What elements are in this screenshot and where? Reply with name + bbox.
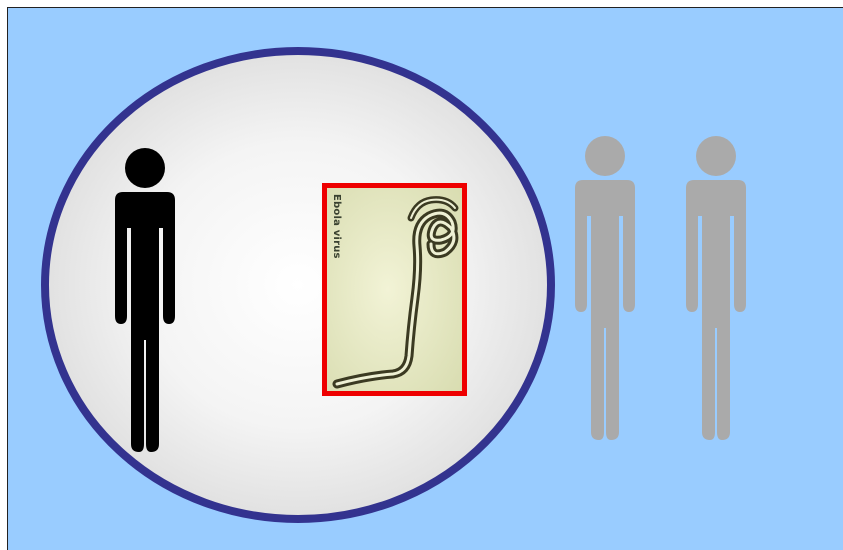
virus-label: Ebola virus [331,194,342,259]
diagram-slide: Ebola virus [7,7,843,550]
virus-micrograph-icon [327,188,462,391]
ebola-virus-photo: Ebola virus [322,183,467,396]
uninfected-person-icon [575,136,635,440]
uninfected-person-icon [686,136,746,440]
